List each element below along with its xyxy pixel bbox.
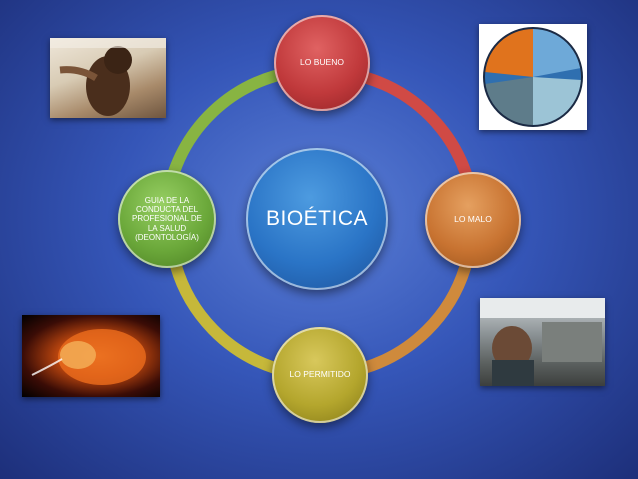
ring-arc-top-right xyxy=(361,72,474,186)
ring-arc-top-left xyxy=(168,70,281,178)
left-line-4: LA SALUD xyxy=(147,223,187,233)
globe-image xyxy=(483,27,583,127)
node-lo-bueno: LO BUENO xyxy=(274,15,370,111)
left-line-3: PROFESIONAL DE xyxy=(132,214,202,224)
center-label: BIOÉTICA xyxy=(265,206,369,230)
node-label-left: GUIA DE LA CONDUCTA DEL PROFESIONAL DE L… xyxy=(132,196,202,242)
node-guia-conducta: GUIA DE LA CONDUCTA DEL PROFESIONAL DE L… xyxy=(118,170,216,268)
crying-child-image xyxy=(480,298,605,386)
child-figure-image xyxy=(50,38,166,116)
center-node-bioetica: BIOÉTICA xyxy=(246,148,388,290)
left-line-2: CONDUCTA DEL xyxy=(135,205,199,215)
ring-arc-bottom-right xyxy=(358,262,471,374)
node-lo-malo: LO MALO xyxy=(425,172,521,268)
embryo-image xyxy=(31,329,146,385)
child-photo xyxy=(50,38,166,118)
node-lo-permitido: LO PERMITIDO xyxy=(272,327,368,423)
node-label-right: LO MALO xyxy=(454,214,492,225)
left-line-5: (DEONTOLOGÍA) xyxy=(135,232,199,242)
node-label-top: LO BUENO xyxy=(300,57,344,68)
ring-arc-bottom-left xyxy=(170,260,281,374)
globe-photo xyxy=(479,24,587,130)
embryo-photo xyxy=(22,315,160,397)
node-label-bottom: LO PERMITIDO xyxy=(289,369,351,380)
crying-child-photo xyxy=(480,298,605,386)
left-line-1: GUIA DE LA xyxy=(144,196,190,206)
